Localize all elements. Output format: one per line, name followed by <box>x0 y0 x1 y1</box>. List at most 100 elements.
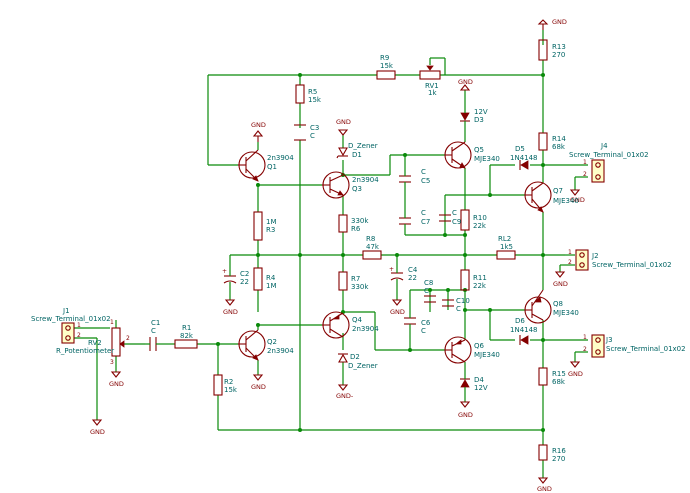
resistor-r13: R13 270 <box>538 39 566 61</box>
svg-text:1N4148: 1N4148 <box>510 154 538 162</box>
svg-text:12V: 12V <box>474 108 488 116</box>
resistor-r10: R10 22k <box>460 209 487 231</box>
svg-text:C: C <box>456 305 461 313</box>
svg-text:47k: 47k <box>366 243 380 251</box>
svg-text:2n3904: 2n3904 <box>352 325 379 333</box>
svg-text:68k: 68k <box>552 143 566 151</box>
gnd-top-right-icon: GND <box>537 18 567 30</box>
connector-j1: 1 2 J1 Screw_Terminal_01x02 <box>31 307 111 344</box>
svg-text:1: 1 <box>583 334 587 341</box>
svg-text:C: C <box>452 209 457 217</box>
svg-text:GND-: GND- <box>336 392 354 400</box>
svg-text:R5: R5 <box>308 88 317 96</box>
capacitor-c4: + C4 22 <box>389 266 418 285</box>
svg-text:C6: C6 <box>421 319 431 327</box>
transistor-q2: Q2 2n3904 <box>238 329 294 361</box>
resistor-r7: R7 330k <box>338 271 369 291</box>
gnd-bottom-right-icon: GND <box>537 477 552 493</box>
resistor-r1: R1 82k <box>174 324 198 349</box>
resistor-r9: R9 15k <box>376 54 396 80</box>
svg-text:C8: C8 <box>424 279 433 287</box>
zener-d3: 12V D3 <box>460 108 488 125</box>
capacitor-c5: C C5 <box>399 168 430 188</box>
svg-text:GND: GND <box>570 196 585 204</box>
svg-text:MJE340: MJE340 <box>553 309 579 317</box>
svg-text:GND: GND <box>390 308 405 316</box>
svg-text:22: 22 <box>240 278 249 286</box>
gnd-d4-icon: GND <box>458 401 473 419</box>
svg-text:R11: R11 <box>473 274 487 282</box>
resistor-r3-1m: 1M R3 <box>253 211 277 241</box>
resistor-r16: R16 270 <box>538 444 566 463</box>
transistor-q6: Q6 MJE340 <box>444 336 500 364</box>
svg-text:+: + <box>389 266 394 273</box>
svg-text:R16: R16 <box>552 447 566 455</box>
diode-d6: D6 1N4148 <box>510 317 538 345</box>
transistor-q1: 2n3904 Q1 <box>238 149 294 182</box>
resistor-rl2: RL2 1k5 <box>496 235 516 260</box>
gnd-q1-icon: GND <box>251 121 266 142</box>
svg-text:MJE340: MJE340 <box>553 197 579 205</box>
svg-text:R_Potentiometer: R_Potentiometer <box>56 347 114 355</box>
svg-text:Q2: Q2 <box>267 338 277 346</box>
svg-text:C3: C3 <box>310 124 319 132</box>
resistor-r14: R14 68k <box>538 132 566 151</box>
wires <box>74 30 588 478</box>
zener-d4: D4 12V <box>460 372 488 392</box>
capacitor-c10: C10 C <box>442 297 470 313</box>
svg-text:C4: C4 <box>408 266 418 274</box>
potentiometer-rv1: RV1 1k <box>419 65 441 97</box>
svg-text:Screw_Terminal_01x02: Screw_Terminal_01x02 <box>606 345 686 353</box>
svg-text:MJE340: MJE340 <box>474 155 500 163</box>
svg-text:2: 2 <box>568 259 572 266</box>
svg-text:Q1: Q1 <box>267 163 277 171</box>
svg-text:+: + <box>222 268 227 275</box>
capacitor-c7: C C7 <box>399 209 430 230</box>
svg-text:1M: 1M <box>266 282 277 290</box>
svg-text:R9: R9 <box>380 54 389 62</box>
svg-text:15k: 15k <box>380 62 394 70</box>
svg-text:RV2: RV2 <box>88 339 102 347</box>
svg-text:1: 1 <box>568 249 572 256</box>
svg-text:2: 2 <box>126 335 130 342</box>
svg-text:MJE340: MJE340 <box>474 351 500 359</box>
connector-j2: 1 2 J2 Screw_Terminal_01x02 <box>568 249 672 271</box>
capacitor-c8: C C8 <box>424 279 436 303</box>
svg-text:Q7: Q7 <box>553 187 563 195</box>
svg-text:GND: GND <box>109 380 124 388</box>
gnd-q5-icon: GND <box>458 78 473 91</box>
svg-text:J1: J1 <box>62 307 70 315</box>
svg-text:GND: GND <box>336 118 351 126</box>
svg-text:D1: D1 <box>352 151 362 159</box>
svg-text:2: 2 <box>77 332 81 339</box>
gnd-c2-icon: GND <box>223 299 238 316</box>
svg-text:C: C <box>424 287 429 295</box>
capacitor-c3: C3 C <box>294 124 319 141</box>
resistor-r5: R5 15k <box>295 84 322 104</box>
svg-text:R14: R14 <box>552 135 566 143</box>
svg-text:C2: C2 <box>240 270 249 278</box>
svg-text:15k: 15k <box>224 386 238 394</box>
svg-text:270: 270 <box>552 51 565 59</box>
svg-text:D4: D4 <box>474 376 484 384</box>
svg-text:GND: GND <box>552 18 567 26</box>
transistor-q7: Q7 MJE340 <box>524 181 579 213</box>
svg-text:Q6: Q6 <box>474 342 485 350</box>
svg-text:Screw_Terminal_01x02: Screw_Terminal_01x02 <box>569 151 649 159</box>
svg-text:R3: R3 <box>266 226 275 234</box>
svg-text:GND: GND <box>251 121 266 129</box>
resistor-r11: R11 22k <box>460 269 487 291</box>
capacitor-c1: C1 C <box>145 319 160 351</box>
zener-d1: D_Zener D1 <box>336 142 378 159</box>
svg-text:1k: 1k <box>428 89 437 97</box>
svg-text:2n3904: 2n3904 <box>267 347 294 355</box>
svg-text:1N4148: 1N4148 <box>510 326 538 334</box>
svg-text:C9: C9 <box>452 218 461 226</box>
svg-text:RL2: RL2 <box>498 235 511 243</box>
svg-text:1k5: 1k5 <box>500 243 513 251</box>
connector-j3: 1 2 J3 Screw_Terminal_01x02 <box>583 334 686 358</box>
svg-text:D_Zener: D_Zener <box>348 142 378 150</box>
svg-text:2n3904: 2n3904 <box>352 176 379 184</box>
gnd-j3-icon: GND <box>568 361 583 378</box>
svg-text:22k: 22k <box>473 222 487 230</box>
